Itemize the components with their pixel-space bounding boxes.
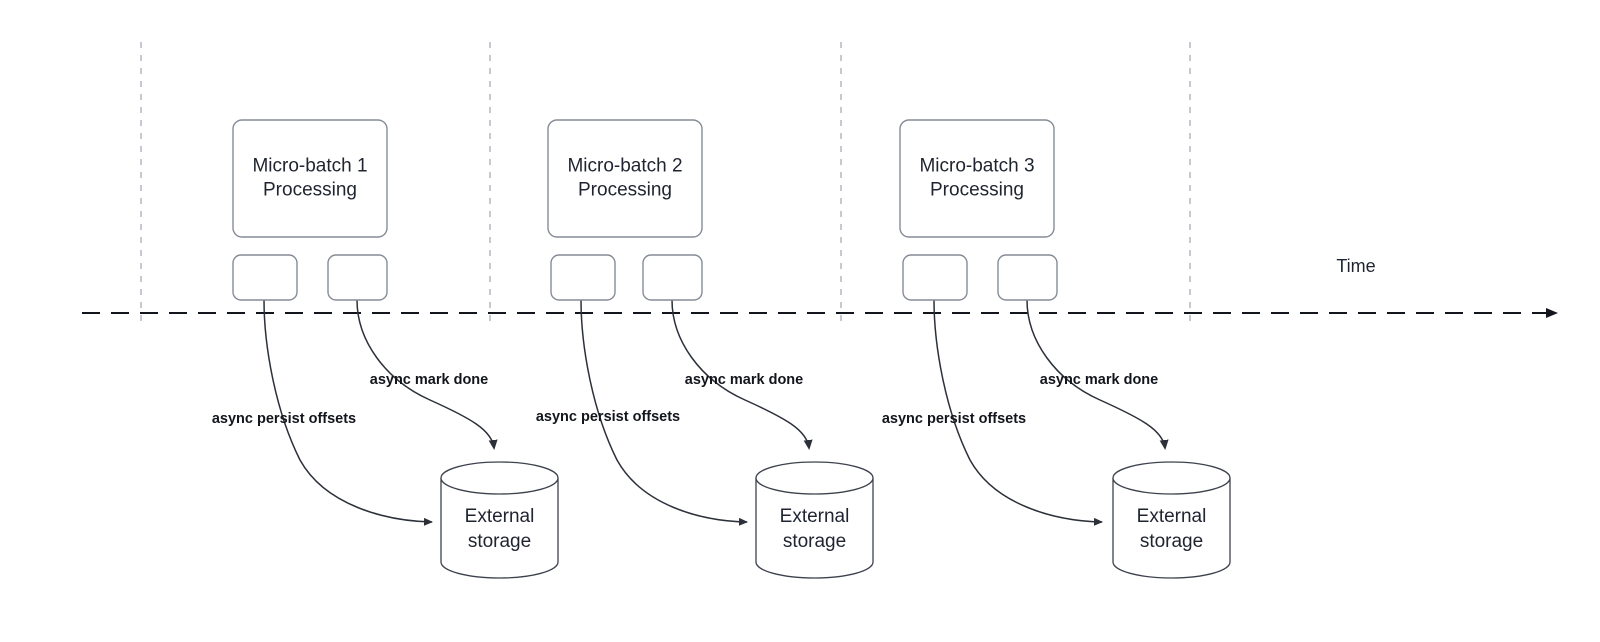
storage-label-line1: External — [1137, 506, 1207, 527]
storage-cylinder-top[interactable] — [440, 461, 559, 495]
edge-label: async persist offsets — [536, 409, 680, 425]
flow-arrow — [933, 299, 1103, 526]
edge-label: async mark done — [370, 372, 488, 388]
time-axis-label: Time — [1336, 256, 1375, 276]
flow-arrow — [580, 299, 748, 526]
grid-lines-group — [140, 42, 1191, 327]
async-mark-done-edge-2: async mark done — [671, 299, 813, 450]
async-persist-offsets-edge-1: async persist offsets — [212, 299, 433, 526]
mark-done-task-3[interactable] — [997, 254, 1058, 301]
flow-arrow — [263, 299, 433, 526]
edge-label: async mark done — [685, 372, 803, 388]
batch-group-3: async persist offsets async mark done Micr… — [882, 119, 1231, 579]
persist-offsets-task-3[interactable] — [902, 254, 968, 301]
storage-cylinder-body — [1112, 478, 1231, 579]
storage-label-line1: External — [780, 506, 850, 527]
microbatch-title: Micro-batch 3 — [919, 156, 1034, 177]
batch-group-1: async persist offsets async mark done Micr… — [212, 119, 559, 579]
microbatch-processing-box[interactable] — [232, 119, 388, 238]
async-persist-offsets-edge-2: async persist offsets — [536, 299, 748, 526]
mark-done-task-2[interactable] — [642, 254, 703, 301]
flow-arrow — [356, 299, 498, 450]
persist-offsets-task-1[interactable] — [232, 254, 298, 301]
storage-label-line1: External — [465, 506, 535, 527]
edge-label: async persist offsets — [212, 411, 356, 427]
flow-arrow — [1026, 299, 1169, 450]
storage-cylinder-top[interactable] — [1112, 461, 1231, 495]
storage-label-line2: storage — [783, 531, 846, 552]
batches-group: async persist offsets async mark done Micr… — [212, 119, 1231, 579]
microbatch-title: Micro-batch 2 — [567, 156, 682, 177]
microbatch-processing-box[interactable] — [899, 119, 1055, 238]
storage-label-line2: storage — [468, 531, 531, 552]
storage-cylinder-body — [440, 478, 559, 579]
edge-label: async mark done — [1040, 372, 1158, 388]
microbatch-subtitle: Processing — [930, 180, 1024, 201]
batch-group-2: async persist offsets async mark done Micr… — [536, 119, 874, 579]
storage-label-line2: storage — [1140, 531, 1203, 552]
async-mark-done-edge-3: async mark done — [1026, 299, 1169, 450]
async-mark-done-edge-1: async mark done — [356, 299, 498, 450]
persist-offsets-task-2[interactable] — [550, 254, 616, 301]
mark-done-task-1[interactable] — [327, 254, 388, 301]
microbatch-subtitle: Processing — [263, 180, 357, 201]
async-persist-offsets-edge-3: async persist offsets — [882, 299, 1103, 526]
timeline-axis-group: Time — [82, 256, 1558, 318]
flow-arrow — [671, 299, 813, 450]
microbatch-title: Micro-batch 1 — [252, 156, 367, 177]
microbatch-subtitle: Processing — [578, 180, 672, 201]
edge-label: async persist offsets — [882, 411, 1026, 427]
storage-cylinder-body — [755, 478, 874, 579]
storage-cylinder-top[interactable] — [755, 461, 874, 495]
microbatch-processing-box[interactable] — [547, 119, 703, 238]
